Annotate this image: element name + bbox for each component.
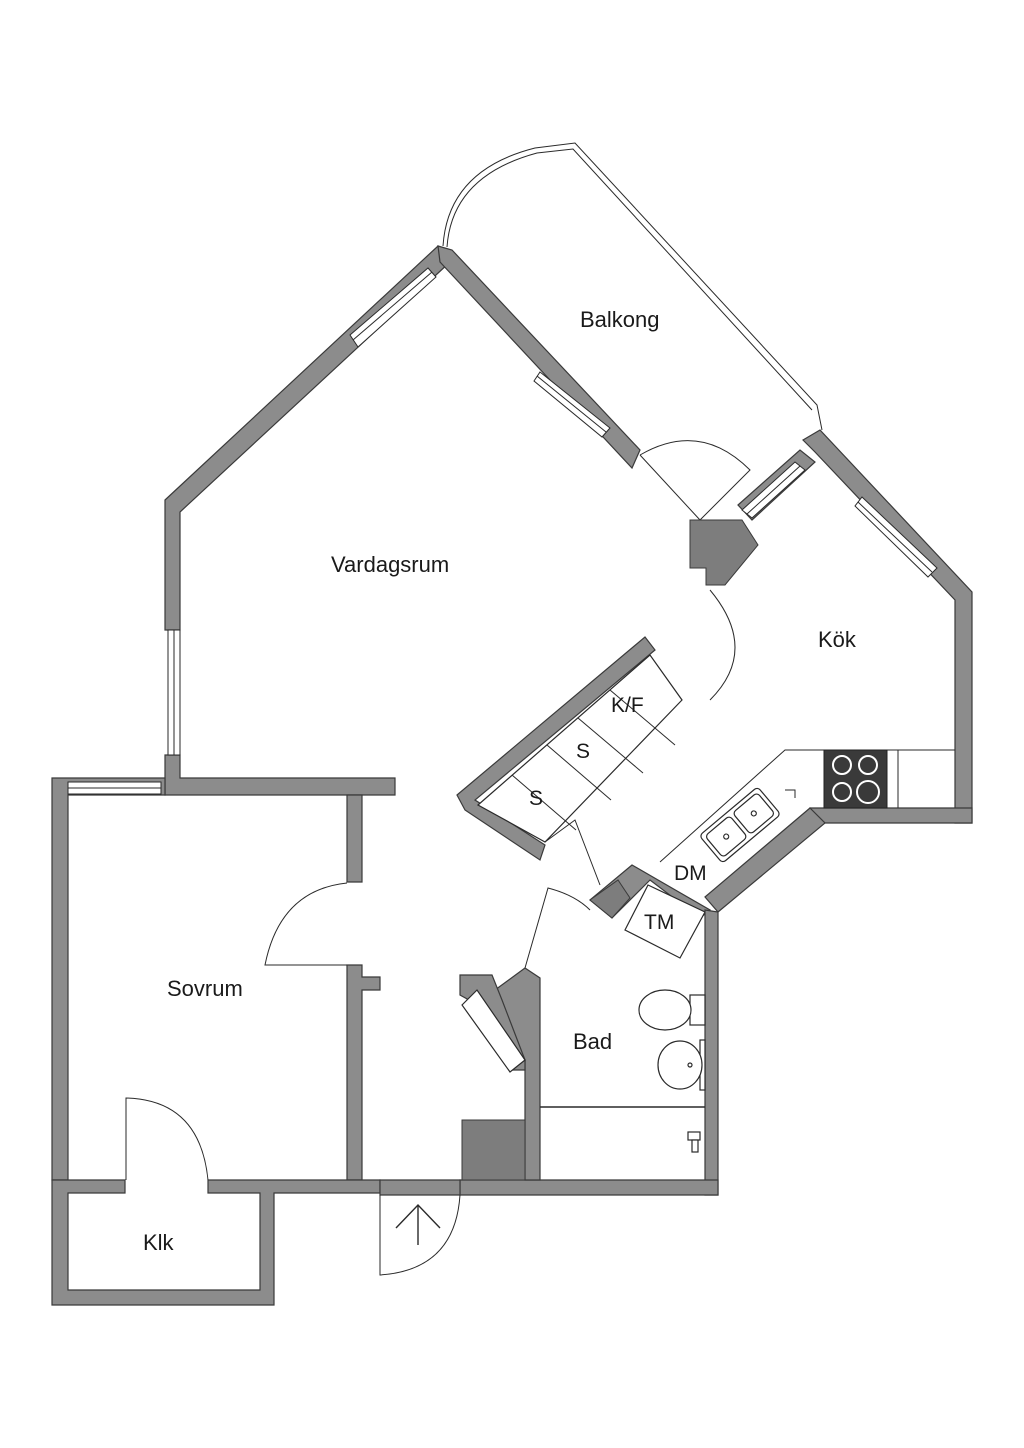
kitchen-counter [659,749,955,863]
hall-door-arc[interactable] [544,819,601,886]
fridge-freezer-label: K/F [611,694,644,717]
bath-door-arc[interactable] [524,887,591,969]
bedroom-label: Sovrum [167,976,243,1001]
kitchen-door-arc[interactable] [709,589,736,701]
bedroom-walls [51,777,461,1306]
dishwasher-label: DM [674,862,707,885]
stove-icon [823,749,888,809]
wardrobe-label-2: S [529,787,543,810]
sink-corner-mark [785,789,796,798]
kitchen-sink-icon [700,787,780,863]
wash-basin-icon [657,1039,706,1091]
balcony-door[interactable] [639,440,751,521]
shower-icon [540,1106,705,1153]
hall-shelf [461,989,526,1073]
balcony-label: Balkong [580,307,660,332]
toilet-icon [638,989,706,1031]
bathroom-label: Bad [573,1029,612,1054]
entrance-door[interactable] [379,1194,461,1276]
wardrobe-label-1: S [576,740,590,763]
wardrobe-unit [456,636,683,861]
kitchen-windows [741,461,938,578]
closet-label: Klk [143,1230,175,1255]
washing-machine-label: TM [644,911,674,934]
central-column [689,519,759,586]
balcony-outline [442,142,823,431]
kitchen-label: Kök [818,627,857,652]
bedroom-door-arc[interactable] [264,882,348,966]
closet-door-arc[interactable] [125,1097,209,1181]
living-windows [167,267,611,756]
entrance-arrow-icon [395,1203,441,1245]
living-room-label: Vardagsrum [331,552,449,577]
